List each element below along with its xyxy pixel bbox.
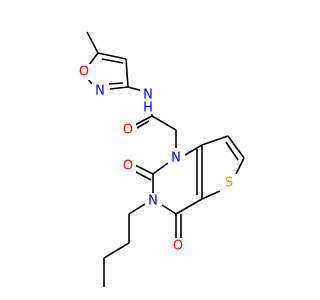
bond-c7-c6 (227, 135, 245, 159)
atom-o-c4-label: O (173, 239, 183, 254)
bond-c5-o (88, 52, 99, 66)
bond-methyl-c5 (86, 31, 99, 54)
atom-o-amide-label: O (123, 123, 133, 138)
atom-nh-amide: N H (140, 86, 156, 116)
bond-c6-s (235, 157, 245, 175)
atom-n-isoxazole: N (92, 83, 108, 99)
bonds (86, 31, 245, 287)
atom-s-thiophene: S (221, 175, 237, 191)
atom-o-c4: O (170, 238, 186, 254)
bond-n1-c2 (152, 162, 169, 175)
bond-n-c3 (109, 86, 129, 90)
structure-drawing: O N N H O N O N O (76, 31, 245, 287)
bond-carbonyl-ch2 (151, 115, 177, 131)
bond-c5-c4-inner (101, 58, 124, 64)
bond-carbonyl-o-double (136, 120, 150, 129)
atom-nh-amide-n-label: N (143, 88, 153, 103)
bond-n-c3-inner (108, 82, 124, 85)
bond-n3-butyl1 (128, 203, 146, 215)
bond-carbonyl-o (134, 115, 153, 126)
bond-butyl2-butyl3 (103, 242, 130, 259)
bond-n1-c7a (184, 144, 203, 156)
atom-n-isoxazole-label: N (95, 84, 105, 99)
bond-c4-c4a (175, 198, 203, 215)
bond-c5-c4 (97, 52, 127, 60)
bond-n3-c4 (161, 204, 177, 215)
atom-n1-ring: N (168, 150, 184, 166)
atom-n3-ring-label: N (148, 194, 158, 209)
atom-o-isoxazole: O (76, 64, 92, 80)
atoms: O N N H O N O N O (76, 64, 237, 254)
atom-o-isoxazole-label: O (79, 65, 89, 80)
bond-c2-o-double (133, 170, 152, 181)
atom-nh-amide-h-label: H (143, 101, 153, 116)
atom-o-c2-label: O (123, 159, 133, 174)
atom-n1-ring-label: N (171, 151, 181, 166)
bond-s-c4a (201, 190, 221, 200)
atom-o-amide: O (120, 122, 136, 138)
bond-c7a-c7 (201, 135, 229, 146)
atom-n3-ring: N (145, 193, 161, 209)
bond-c2-o (134, 164, 154, 175)
atom-s-thiophene-label: S (225, 176, 233, 191)
bond-c3-c4 (125, 58, 129, 88)
bond-c7-c6-inner (225, 141, 239, 161)
atom-o-c2: O (120, 158, 136, 174)
